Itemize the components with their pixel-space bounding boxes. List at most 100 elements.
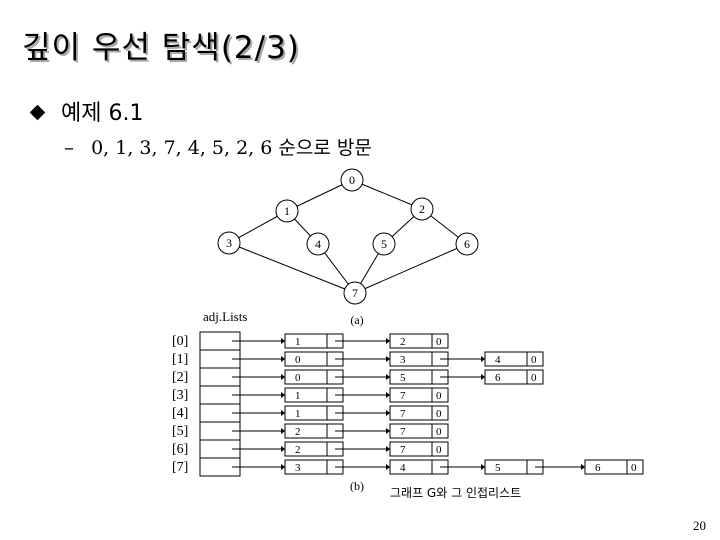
list-index: [2] (172, 370, 188, 385)
node-label: 1 (284, 204, 290, 218)
list-node-box (484, 459, 544, 475)
list-node-value: 1 (295, 408, 301, 420)
list-index: [4] (172, 406, 188, 421)
list-index: [1] (172, 352, 188, 367)
arrowhead (386, 356, 390, 362)
sub-bullet-item: – 0, 1, 3, 7, 4, 5, 2, 6 순으로 방문 (64, 133, 372, 160)
list-node-value: 0 (295, 372, 301, 384)
list-node-value: 2 (295, 426, 301, 438)
list-node-value: 5 (495, 462, 501, 474)
list-node-box (284, 441, 344, 457)
list-node-value: 4 (495, 354, 501, 366)
list-index: [0] (172, 334, 188, 349)
list-node-box (484, 369, 544, 385)
list-node-value: 0 (295, 354, 301, 366)
list-index: [6] (172, 442, 188, 457)
adjlists-indices: [0] [1] [2] [3] [4] [5] [6] [7] (172, 334, 188, 475)
figure-caption: 그래프 G와 그 인접리스트 (390, 486, 521, 500)
arrowhead (386, 428, 390, 434)
arrowhead (386, 338, 390, 344)
graph-node: 4 (306, 232, 330, 256)
list-node-box (284, 405, 344, 421)
graph-node: 5 (372, 232, 396, 256)
graph-caption: (a) (350, 313, 363, 327)
arrowhead (481, 464, 485, 470)
list-node-box (389, 351, 449, 367)
list-node-value: 3 (400, 354, 406, 366)
list-node-value: 2 (295, 444, 301, 456)
arrowhead (386, 464, 390, 470)
list-null-link: 0 (436, 426, 442, 438)
list-node-value: 7 (400, 408, 406, 420)
list-null-link: 0 (436, 444, 442, 456)
node-label: 5 (381, 237, 387, 251)
node-label: 2 (419, 202, 425, 216)
adjlists-header-array (199, 331, 241, 477)
arrowhead (281, 464, 285, 470)
list-node-box (389, 405, 449, 421)
bullet-text: 예제 6.1 (61, 101, 144, 126)
arrowhead (386, 446, 390, 452)
list-null-link: 0 (436, 408, 442, 420)
list-node-value: 1 (295, 336, 301, 348)
dash-bullet: – (64, 135, 74, 159)
arrowhead (281, 392, 285, 398)
list-null-link: 0 (531, 354, 537, 366)
graph-node: 2 (410, 197, 434, 221)
list-node-box (389, 387, 449, 403)
node-label: 0 (349, 173, 355, 187)
list-node-box (284, 387, 344, 403)
list-node-box (584, 459, 644, 475)
list-index: [5] (172, 424, 188, 439)
arrowhead (481, 374, 485, 380)
arrowhead (386, 392, 390, 398)
node-label: 7 (352, 286, 358, 300)
list-node-value: 4 (400, 462, 406, 474)
list-node-value: 6 (595, 462, 601, 474)
arrowhead (281, 356, 285, 362)
list-node-box (284, 423, 344, 439)
graph-node: 0 (340, 168, 364, 192)
arrowhead (281, 374, 285, 380)
graph-node: 7 (343, 281, 367, 305)
list-node-box (389, 333, 449, 349)
graph-nodes: 0 1 2 3 4 5 6 7 (217, 168, 479, 305)
list-node-value: 6 (495, 372, 501, 384)
sub-bullet-text: 0, 1, 3, 7, 4, 5, 2, 6 순으로 방문 (91, 137, 372, 159)
arrowhead (281, 446, 285, 452)
list-index: [7] (172, 460, 188, 475)
list-node-value: 1 (295, 390, 301, 402)
arrowhead (281, 428, 285, 434)
bullet-item: 예제 6.1 (29, 95, 144, 127)
list-node-box (484, 351, 544, 367)
edge-0-2 (351, 179, 423, 210)
list-node-box (389, 369, 449, 385)
arrowhead (281, 410, 285, 416)
list-null-link: 0 (436, 336, 442, 348)
list-node-value: 2 (400, 336, 406, 348)
list-node-box (284, 333, 344, 349)
list-null-link: 0 (631, 462, 637, 474)
node-label: 4 (315, 237, 321, 251)
arrowhead (281, 338, 285, 344)
graph-node: 6 (455, 232, 479, 256)
node-label: 6 (464, 237, 470, 251)
adjlists-header: adj.Lists (203, 309, 247, 324)
node-label: 3 (226, 236, 232, 250)
edge-6-7 (354, 243, 468, 294)
graph-node: 3 (217, 231, 241, 255)
list-node-value: 7 (400, 390, 406, 402)
adjlists-caption: (b) (350, 479, 364, 493)
list-node-value: 7 (400, 426, 406, 438)
page-number: 20 (693, 518, 706, 533)
arrowhead (386, 410, 390, 416)
list-node-value: 3 (295, 462, 301, 474)
edge-0-1 (286, 179, 353, 212)
graph-edges (228, 179, 468, 294)
graph-node: 1 (275, 199, 299, 223)
list-node-box (389, 441, 449, 457)
arrowhead (481, 356, 485, 362)
list-node-value: 5 (400, 372, 406, 384)
